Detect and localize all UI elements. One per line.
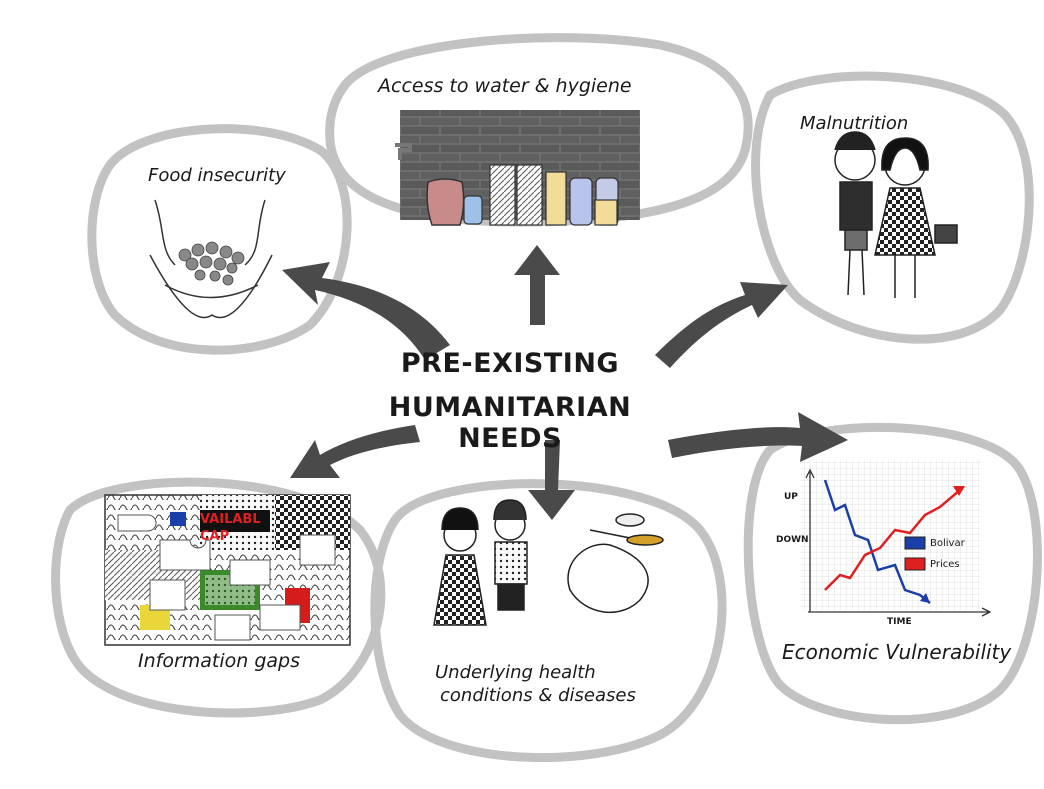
arrow-to-food	[282, 262, 450, 360]
hand-icon	[567, 543, 649, 614]
axis-label-up: UP	[784, 492, 798, 502]
shirt-icon	[494, 541, 528, 585]
container-icon	[489, 164, 516, 226]
node-label-economic: Economic Vulnerability	[782, 640, 1012, 664]
dress-icon	[874, 187, 936, 256]
legend-swatch-prices	[904, 557, 926, 571]
jug-icon	[569, 177, 593, 226]
puzzle-illustration	[104, 494, 351, 646]
node-label-malnutrition: Malnutrition	[800, 113, 909, 134]
bottle-icon	[463, 195, 483, 225]
arrow-to-health	[528, 440, 575, 520]
arrow-to-malnutrition	[655, 282, 788, 368]
ring-malnutrition	[751, 71, 1034, 344]
ring-food	[87, 124, 352, 355]
center-title-line2: HUMANITARIAN NEEDS	[388, 392, 632, 454]
children-illustration	[834, 131, 958, 298]
axis-label-time: TIME	[887, 617, 912, 627]
tap-icon	[395, 143, 412, 160]
legend-swatch-bolivar	[904, 536, 926, 550]
puzzle-word-2: CAP	[200, 529, 230, 544]
node-label-water: Access to water & hygiene	[378, 75, 632, 97]
health-illustration	[433, 499, 664, 626]
water-illustration	[395, 110, 640, 226]
node-label-health-line1: Underlying health	[435, 662, 596, 683]
hands-illustration	[149, 199, 273, 319]
node-label-information: Information gaps	[138, 650, 301, 672]
jerrycan-icon	[545, 171, 567, 226]
grain-icon	[178, 241, 245, 286]
barrel-icon	[426, 178, 465, 226]
node-label-health-line2: conditions & diseases	[440, 685, 636, 706]
y-axis	[805, 468, 815, 612]
prices-series	[824, 489, 961, 591]
ring-health	[370, 479, 727, 763]
center-title-line1: PRE-EXISTING	[400, 348, 620, 379]
x-axis	[808, 607, 992, 617]
jerrycan-icon	[594, 199, 618, 226]
legend-label-bolivar: Bolivar	[930, 538, 965, 549]
axis-label-down: DOWN	[776, 535, 809, 545]
economic-chart	[800, 460, 992, 617]
node-label-food: Food insecurity	[148, 165, 286, 186]
arrow-to-water	[514, 245, 560, 325]
puzzle-word-1: VAILABL	[200, 512, 261, 527]
bolivar-series	[823, 479, 931, 604]
bag-icon	[934, 224, 958, 244]
ring-economic	[743, 422, 1042, 725]
arrow-to-economic	[668, 412, 848, 462]
ring-information	[51, 477, 386, 718]
dress-icon	[433, 554, 487, 626]
legend-label-prices: Prices	[930, 559, 960, 570]
hand-icon	[154, 199, 176, 266]
arrow-to-information	[290, 425, 420, 478]
shirt-icon	[839, 181, 873, 231]
hand-icon	[244, 199, 266, 266]
container-icon	[516, 164, 543, 226]
